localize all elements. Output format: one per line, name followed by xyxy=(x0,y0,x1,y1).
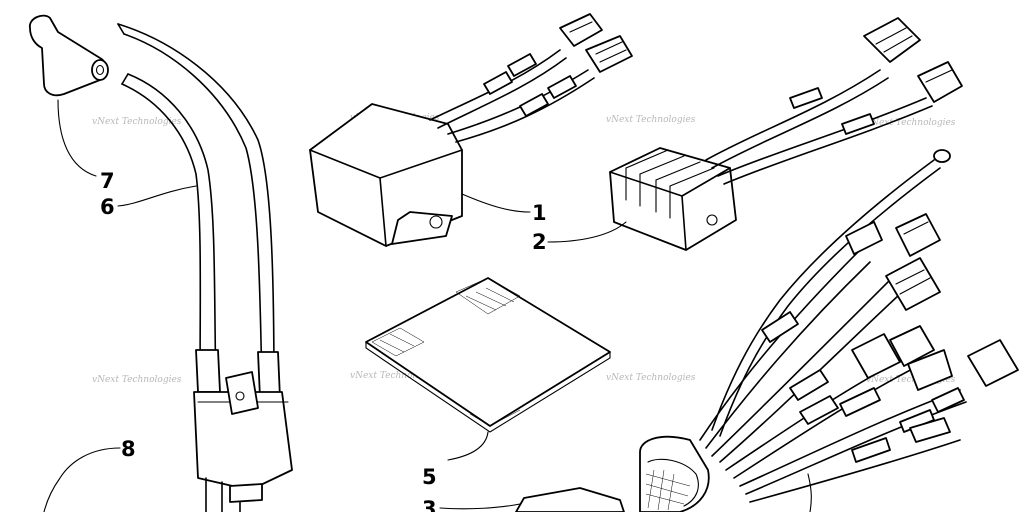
leader-line xyxy=(117,185,197,207)
callout-3: 3 xyxy=(422,497,437,512)
wiring-harness xyxy=(639,149,1019,512)
ignition-coil-assembly xyxy=(29,14,293,512)
module-box xyxy=(515,487,625,512)
watermark: vNext Technologies xyxy=(866,375,956,385)
callout-8: 8 xyxy=(121,437,136,461)
watermark: vNext Technologies xyxy=(866,118,956,128)
leader-line xyxy=(439,503,521,510)
leader-line xyxy=(547,221,627,243)
circuit-pad xyxy=(365,277,611,433)
leader-line xyxy=(43,447,121,512)
callout-1: 1 xyxy=(532,201,547,225)
callout-2: 2 xyxy=(532,230,547,254)
leader-line xyxy=(57,99,97,177)
leader-line xyxy=(807,473,812,512)
callout-6: 6 xyxy=(100,195,115,219)
watermark: vNext Technologies xyxy=(350,371,440,381)
voltage-regulator xyxy=(609,17,963,251)
watermark: vNext Technologies xyxy=(92,375,182,385)
callout-group: 7 6 1 2 8 5 3 xyxy=(43,99,812,512)
callout-5: 5 xyxy=(422,465,437,489)
watermark: vNext Technologies xyxy=(92,117,182,127)
leader-line xyxy=(447,431,489,461)
callout-7: 7 xyxy=(100,169,115,193)
cdi-unit xyxy=(309,13,633,247)
watermark: vNext Technologies xyxy=(606,373,696,383)
leader-line xyxy=(461,193,531,213)
watermark: vNext Technologies xyxy=(606,115,696,125)
